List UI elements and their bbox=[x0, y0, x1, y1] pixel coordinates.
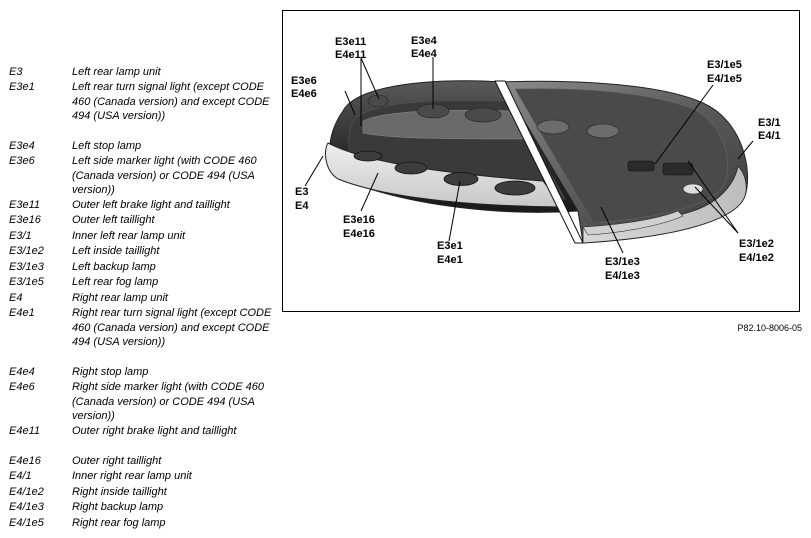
legend-desc: Inner left rear lamp unit bbox=[72, 230, 186, 242]
legend-desc: Right rear lamp unit bbox=[72, 292, 168, 304]
callout-e3e4-line2: E4e4 bbox=[411, 48, 438, 60]
callout-e31e3-line1: E3/1e3 bbox=[605, 256, 640, 268]
callout-e3e11-line1: E3e11 bbox=[335, 36, 366, 48]
legend-code: E3/1e5 bbox=[9, 276, 44, 288]
callout-e3e6-line1: E3e6 bbox=[291, 75, 317, 87]
legend-desc: Outer right taillight bbox=[72, 455, 162, 467]
lamp-illustration: E3e11 E4e11 E3e4 E4e4 E3e6 E4e6 E3 E4 E3… bbox=[291, 35, 781, 282]
legend-desc: Outer left taillight bbox=[72, 214, 155, 226]
leader-e31e2-a bbox=[694, 186, 739, 234]
callout-e3e1-line2: E4e1 bbox=[437, 254, 463, 266]
legend-desc: Right inside taillight bbox=[72, 486, 167, 498]
legend-code: E4e4 bbox=[9, 366, 35, 378]
legend-desc: Right rear fog lamp bbox=[72, 517, 166, 529]
legend-desc: Left rear turn signal light (except CODE… bbox=[72, 81, 270, 122]
legend-code: E4/1 bbox=[9, 470, 32, 482]
leader-e31 bbox=[737, 140, 754, 160]
legend-desc: Left rear fog lamp bbox=[72, 276, 159, 288]
legend-desc: Left stop lamp bbox=[72, 140, 142, 152]
leader-e3 bbox=[304, 155, 324, 187]
legend-code: E3e16 bbox=[9, 214, 41, 226]
legend-desc: Outer left brake light and taillight bbox=[72, 199, 230, 211]
callout-e3e16-line1: E3e16 bbox=[343, 214, 375, 226]
legend-code: E3 bbox=[9, 66, 23, 78]
legend-code: E4e11 bbox=[9, 425, 40, 437]
legend-desc: Right backup lamp bbox=[72, 501, 164, 513]
legend-code: E4/1e3 bbox=[9, 501, 44, 513]
leader-lines bbox=[304, 57, 754, 254]
leader-e31e5 bbox=[654, 84, 714, 165]
legend-code: E3e6 bbox=[9, 155, 35, 167]
legend-desc: Inner right rear lamp unit bbox=[72, 470, 192, 482]
callout-e31e3-line2: E4/1e3 bbox=[605, 270, 640, 282]
callout-e3e6-line2: E4e6 bbox=[291, 88, 317, 100]
callout-e3e4-line1: E3e4 bbox=[411, 35, 438, 47]
leader-e31e3 bbox=[600, 206, 624, 254]
legend-desc: Left backup lamp bbox=[72, 261, 156, 273]
legend-desc: Left rear lamp unit bbox=[72, 66, 161, 78]
callout-e3e1-line1: E3e1 bbox=[437, 240, 463, 252]
callout-e3-line2: E4 bbox=[295, 200, 309, 212]
leader-e3e6 bbox=[344, 90, 356, 116]
unit-gap bbox=[494, 80, 584, 244]
callout-e31e2-line2: E4/1e2 bbox=[739, 252, 774, 264]
legend-desc: Outer right brake light and taillight bbox=[72, 425, 237, 437]
legend-code: E3e4 bbox=[9, 140, 35, 152]
leader-e31e2-b bbox=[687, 160, 739, 234]
legend-code: E3/1 bbox=[9, 230, 32, 242]
legend-desc: Left inside taillight bbox=[72, 245, 160, 257]
legend-code: E4/1e5 bbox=[9, 517, 44, 529]
figure-reference: P82.10-8006-05 bbox=[737, 323, 802, 333]
legend-code: E3e11 bbox=[9, 199, 40, 211]
legend-code: E4 bbox=[9, 292, 23, 304]
legend-desc: Right rear turn signal light (except COD… bbox=[72, 307, 272, 348]
legend-desc: Left side marker light (with CODE 460 (C… bbox=[72, 155, 257, 196]
callout-e3e11-line2: E4e11 bbox=[335, 49, 366, 61]
legend-desc: Right side marker light (with CODE 460 (… bbox=[72, 381, 264, 422]
legend-code: E3/1e3 bbox=[9, 261, 44, 273]
legend-code: E3/1e2 bbox=[9, 245, 44, 257]
legend-code: E4e16 bbox=[9, 455, 41, 467]
leader-e3e16 bbox=[360, 172, 379, 212]
callout-e31e2-line1: E3/1e2 bbox=[739, 238, 774, 250]
legend-code: E4/1e2 bbox=[9, 486, 44, 498]
legend-desc: Right stop lamp bbox=[72, 366, 149, 378]
callout-e31-line2: E4/1 bbox=[758, 130, 781, 142]
callout-e3e16-line2: E4e16 bbox=[343, 228, 375, 240]
legend-code: E4e6 bbox=[9, 381, 35, 393]
callout-e31e5-line1: E3/1e5 bbox=[707, 59, 742, 71]
legend-code: E4e1 bbox=[9, 307, 35, 319]
callout-e31e5-line2: E4/1e5 bbox=[707, 73, 742, 85]
legend-code: E3e1 bbox=[9, 81, 35, 93]
leader-e3e11-a bbox=[360, 57, 380, 100]
callout-e31-line1: E3/1 bbox=[758, 117, 781, 129]
callout-e3-line1: E3 bbox=[295, 186, 308, 198]
callouts: E3e11 E4e11 E3e4 E4e4 E3e6 E4e6 E3 E4 E3… bbox=[291, 35, 781, 282]
figure-frame: E3e11 E4e11 E3e4 E4e4 E3e6 E4e6 E3 E4 E3… bbox=[282, 10, 800, 312]
leader-e3e1 bbox=[448, 180, 461, 242]
